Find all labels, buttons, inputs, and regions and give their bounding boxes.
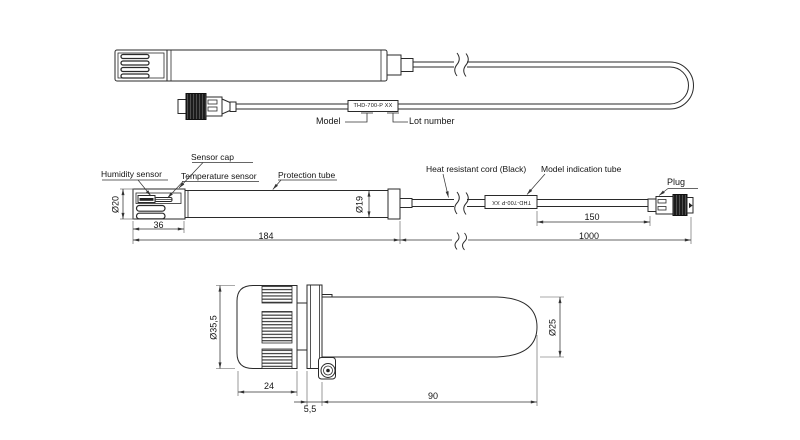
- middle-view-label-leaders: [102, 162, 698, 199]
- bottom-view-dimension-lines: [218, 285, 562, 404]
- tube-marking-text: THD-700-P XX: [491, 199, 531, 205]
- cord-break-mark: [463, 192, 469, 215]
- plug-label: Plug: [667, 177, 686, 187]
- model-indication-tube-part: [484, 195, 538, 209]
- dim-marking-tube-length: 150: [584, 212, 600, 222]
- cap-slot: [135, 204, 166, 212]
- cord-break-mark: [454, 191, 460, 215]
- dim-body-diameter: Ø35,5: [208, 314, 219, 340]
- cap-slot: [135, 212, 166, 220]
- top-view-cable-loop: [236, 52, 694, 110]
- protection-tube-label: Protection tube: [278, 170, 336, 180]
- vent-slot: [120, 73, 150, 79]
- heat-resistant-cord-label: Heat resistant cord (Black): [426, 164, 527, 174]
- top-view-probe-assembly: [114, 49, 694, 123]
- barrel: [321, 296, 538, 358]
- lot-number-label: Lot number: [409, 116, 455, 126]
- bottom-view-body: [236, 284, 538, 380]
- vent-slot: [120, 60, 150, 66]
- knurl-band: [261, 285, 293, 304]
- dim-flange-thickness: 5,5: [303, 404, 317, 414]
- middle-view-sensor-cap: [132, 188, 186, 220]
- sensor-cap-label: Sensor cap: [191, 152, 234, 162]
- model-indication-tube-label: Model indication tube: [541, 164, 622, 174]
- top-view-plug: [177, 93, 237, 120]
- temperature-sensor-label: Temperature sensor: [181, 171, 257, 181]
- vent-slot: [120, 53, 150, 60]
- humidity-sensor-label: Humidity sensor: [101, 169, 162, 179]
- cable-break-mark: [463, 53, 469, 77]
- middle-view-cord: [399, 191, 648, 215]
- top-view-label-leaders: [345, 100, 408, 123]
- bottom-view-plug-detail: [216, 284, 564, 406]
- model-lot-label-box-text: THD-700-P XX: [353, 102, 393, 109]
- dim-cord-length: 1000: [578, 230, 600, 241]
- dim-cap-diameter: Ø20: [110, 195, 121, 213]
- dim-tube-length: 184: [258, 230, 274, 241]
- top-view-probe-body: [114, 49, 414, 82]
- knurl-band: [261, 311, 293, 344]
- middle-view-protection-tube: [184, 188, 401, 220]
- dim-barrel-diameter: Ø25: [547, 318, 558, 336]
- dim-cap-length: 36: [153, 219, 164, 230]
- plug-index-arrow: [689, 202, 693, 209]
- vent-slot: [120, 66, 150, 73]
- dim-knurl-length: 24: [263, 380, 274, 391]
- dim-tube-diameter: Ø19: [354, 195, 365, 213]
- knurl-band: [261, 348, 293, 369]
- middle-view-dimension-lines: [121, 189, 691, 251]
- model-label: Model: [316, 116, 341, 126]
- dim-barrel-length: 90: [427, 390, 438, 401]
- middle-view-dimensioned-drawing: [102, 162, 698, 251]
- cable-break-mark: [454, 52, 460, 77]
- middle-view-plug: [647, 194, 694, 216]
